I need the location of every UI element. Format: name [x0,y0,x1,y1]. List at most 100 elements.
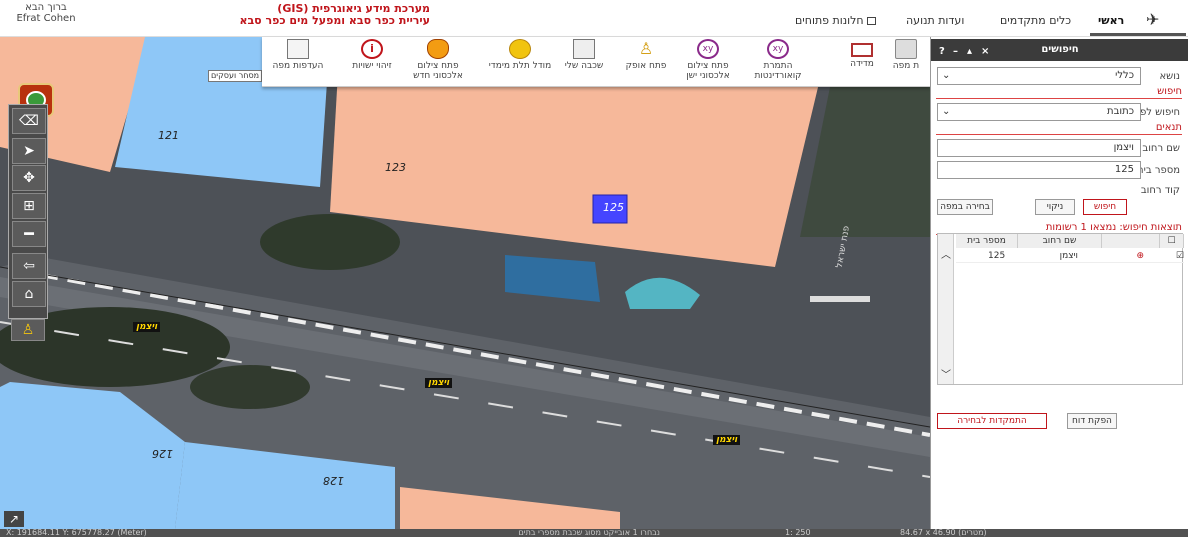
window-icon [867,17,877,25]
select-on-map-button[interactable]: בחירה במפה [937,199,993,215]
map-canvas[interactable]: 121 123 125 126 128 ויצמן ויצמן ויצמן מס… [0,37,930,529]
col-header-house[interactable]: מספר בית [956,234,1018,248]
home-tool[interactable]: ⌂ [12,281,46,307]
eraser-tool[interactable]: ⌫ [12,108,46,134]
system-title-line1: מערכת מידע גיאוגרפית (GIS) [277,2,430,15]
open-windows-label: חלונות פתוחים [795,14,864,27]
ribbon-label: מדידה [850,59,874,69]
zoom-in-tool[interactable]: ⊞ [12,193,46,219]
print-map-button[interactable]: ת מפה [882,39,930,85]
3d-model-button[interactable]: מודל תלת מימדי [488,39,552,85]
scroll-down-icon[interactable]: ﹀ [941,370,951,381]
street-name-label: שם רחוב [1142,143,1180,154]
tab-traffic[interactable]: ועדות תנועה [906,14,965,27]
printer-icon [895,39,917,59]
open-ofek-button[interactable]: ♙ פתח אופק [614,39,678,85]
generate-report-button[interactable]: הפקת דוח [1067,413,1117,429]
north-arrow-icon[interactable]: ↗ [4,511,24,527]
status-bar: X: 191684.11 Y: 675778.27 (Meter) נבחרו … [0,529,1188,537]
street-view-tool[interactable] [12,309,46,317]
minus-icon: ━ [24,224,34,243]
street-label: ויצמן [133,322,161,332]
focus-selection-button[interactable]: התמקדות לבחירה [937,413,1047,429]
scroll-up-icon[interactable]: ︿ [941,250,951,261]
col-header-zoom [1102,234,1160,248]
street-label: ויצמן [425,378,453,388]
street-code-label: קוד רחוב [1140,185,1180,196]
layer-icon [573,39,595,59]
pin-icon[interactable]: ✈ [1146,10,1160,29]
map-preferences-button[interactable]: העדפות מפה [266,39,330,85]
map-tools-toolbar: ⌫ ➤ ✥ ⊞ ━ ⇦ ⌂ [8,104,48,319]
3d-face-icon [509,39,531,59]
row-house: 125 [988,251,1006,261]
back-tool[interactable]: ⇦ [12,253,46,279]
tab-advanced[interactable]: כלים מתקדמים [1000,14,1072,27]
panel-header: חיפושים ? – ▴ × [931,39,1188,61]
search-panel: חיפושים ? – ▴ × נושא כללי ⌄ חיפוש חיפוש … [930,37,1188,529]
chevron-down-icon: ⌄ [942,106,951,117]
street-name-input[interactable]: ויצמן [937,139,1141,157]
identify-features-button[interactable]: i זיהוי ישויות [340,39,404,85]
row-checkbox[interactable]: ☑ [1175,251,1184,261]
ribbon-label: פתח צילום אלכסוני ישן [686,61,730,81]
active-tab-underline [1090,33,1186,36]
coordinate-transform-button[interactable]: xy התמרת קואורדינטות [746,39,810,85]
table-row[interactable]: 125 ויצמן ⊕ ☑ [956,249,1184,263]
subject-label: נושא [1159,71,1181,82]
row-street: ויצמן [1059,251,1078,261]
scrollbar[interactable]: ︿ ﹀ [938,234,954,384]
building-number-label: 121 [158,129,179,142]
xy-oblique-icon: xy [697,39,719,59]
collapse-icon[interactable]: ▴ [967,46,973,57]
col-header-street[interactable]: שם רחוב [1018,234,1102,248]
building-number-label: 126 [152,447,173,460]
ribbon-label: פתח אופק [625,61,667,71]
house-number-label: מספר בית [1137,165,1180,176]
select-tool[interactable]: ➤ [12,138,46,164]
subject-value: כללי [1115,70,1134,81]
ribbon-label: שכבה שלי [564,61,604,71]
new-oblique-photo-button[interactable]: פתח צילום אלכסוני חדש [406,39,470,85]
select-all-checkbox[interactable]: ☐ [1160,234,1184,248]
help-icon[interactable]: ? [939,46,945,57]
welcome-text: ברוך הבא [25,2,67,13]
clear-button[interactable]: ניקוי [1035,199,1075,215]
map-scale[interactable]: 1: 250 [785,529,811,537]
user-greeting: ברוך הבא Efrat Cohen [6,2,86,24]
building-number-label: 128 [323,474,344,487]
open-windows-menu[interactable]: חלונות פתוחים [795,14,877,27]
ribbon-label: ת מפה [892,61,920,71]
selected-building-number[interactable]: 125 [603,201,624,214]
ribbon-label: התמרת קואורדינטות [754,61,802,81]
ribbon-label: זיהוי ישויות [352,61,392,71]
subject-select[interactable]: כללי ⌄ [937,67,1141,85]
chevron-down-icon: ⌄ [942,70,951,81]
move-icon: ✥ [23,170,35,186]
ribbon-label: מודל תלת מימדי [488,61,552,71]
zoom-out-tool[interactable]: ━ [12,221,46,247]
pan-tool[interactable]: ✥ [12,165,46,191]
house-number-input[interactable]: 125 [937,161,1141,179]
my-layer-button[interactable]: שכבה שלי [552,39,616,85]
tools-ribbon: ת מפה מדידה xy התמרת קואורדינטות xy פתח … [262,37,930,87]
search-button[interactable]: חיפוש [1083,199,1127,215]
search-by-select[interactable]: כתובת ⌄ [937,103,1141,121]
close-icon[interactable]: × [981,46,990,57]
search-section-header: חיפוש [936,85,1182,99]
tab-main[interactable]: ראשי [1098,14,1125,27]
jester-icon [427,39,449,59]
land-use-tag: מסחר ועסקים [208,70,263,82]
info-icon: i [361,39,383,59]
coordinates-readout: X: 191684.11 Y: 675778.27 (Meter) [6,529,147,537]
minimize-icon[interactable]: – [953,46,958,57]
measure-button[interactable]: מדידה [830,39,894,85]
street-view-person-icon[interactable]: ♙ [11,319,45,341]
old-oblique-photo-button[interactable]: xy פתח צילום אלכסוני ישן [676,39,740,85]
search-by-label: חיפוש לפי [1137,107,1180,118]
building-number-label: 123 [385,161,406,174]
home-icon: ⌂ [24,286,34,302]
zoom-box-icon: ⊞ [23,198,35,214]
zoom-to-icon[interactable]: ⊕ [1136,251,1144,261]
panel-title: חיפושים [1041,44,1079,55]
